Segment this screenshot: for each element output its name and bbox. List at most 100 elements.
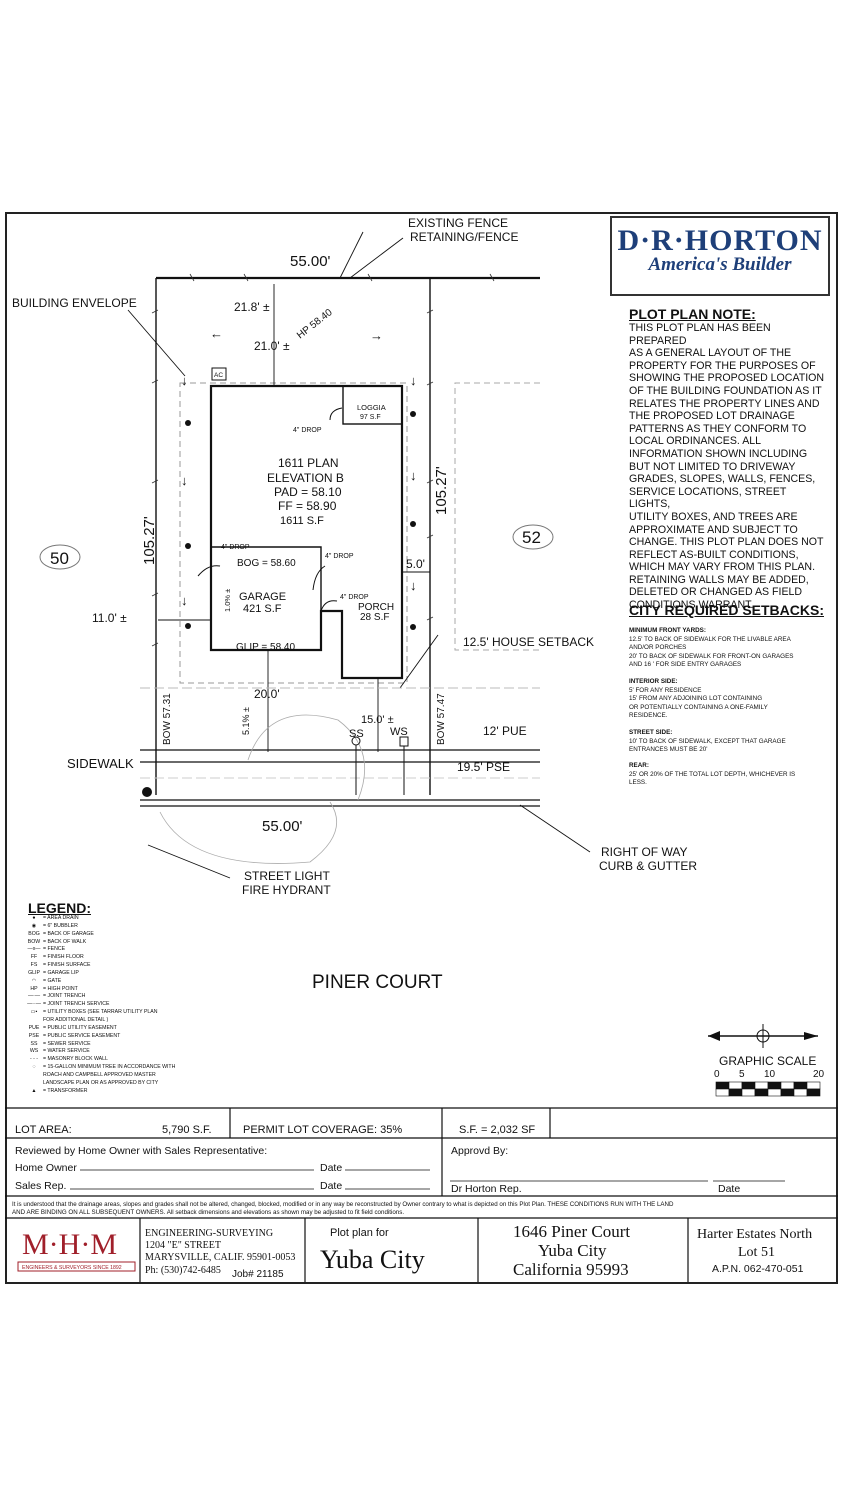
firm-phone: Ph: (530)742-6485 <box>145 1265 221 1276</box>
drain-arrow: ↓ <box>410 578 417 593</box>
top-width-label: 55.00' <box>290 253 331 270</box>
drain-arrow: ↓ <box>181 473 188 488</box>
right-depth-label: 105.27' <box>433 466 450 515</box>
legend-item: —·—= JOINT TRENCH <box>25 993 225 1001</box>
scale-cell <box>728 1088 743 1097</box>
building-envelope-label: BUILDING ENVELOPE <box>12 296 137 310</box>
pse-label: 19.5' PSE <box>457 760 510 774</box>
drop-label-side: 4" DROP <box>325 553 354 560</box>
right-of-way-label: RIGHT OF WAY <box>601 845 687 859</box>
subdivision-name: Harter Estates North <box>697 1227 812 1242</box>
legend-symbol: FS <box>30 962 38 969</box>
legend-item: FS= FINISH SURFACE <box>25 962 225 970</box>
building-envelope-outline <box>179 382 408 684</box>
job-number: Job# 21185 <box>232 1269 284 1280</box>
legend-symbol: ▭▪ <box>30 1009 38 1016</box>
note-line: AS A GENERAL LAYOUT OF THE <box>629 347 792 360</box>
legend-text: = AREA DRAIN <box>43 915 79 921</box>
legend-symbol: WS <box>29 1048 39 1055</box>
side-setback-5: 5.0' <box>406 557 425 571</box>
legend-text: = PUBLIC SERVICE EASEMENT <box>43 1032 121 1039</box>
garage-slope: 1.0% ± <box>223 589 232 612</box>
street-light-label: STREET LIGHT <box>244 869 330 883</box>
tree-circle <box>247 714 365 801</box>
setbacks-title: CITY REQUIRED SETBACKS: <box>629 602 824 618</box>
legend-text: = JOINT TRENCH SERVICE <box>43 1001 110 1008</box>
loggia-door-swing <box>329 407 343 421</box>
legend-item: ●= AREA DRAIN <box>25 915 225 923</box>
legend-item: BOW= BACK OF WALK <box>25 939 225 947</box>
legend-text: LANDSCAPE PLAN OR AS APPROVED BY CITY <box>43 1079 159 1086</box>
setback-line: OR POTENTIALLY CONTAINING A ONE-FAMILY <box>629 703 768 711</box>
lot-50-number: 50 <box>50 549 69 568</box>
legend-text: = FENCE <box>43 946 66 953</box>
right-of-way-leader <box>519 804 591 853</box>
legend-text: = UTILITY BOXES (SEE TARRAR UTILITY PLAN <box>43 1009 158 1016</box>
legend-text: = GATE <box>43 977 62 984</box>
area-drain <box>410 411 416 417</box>
scale-cell <box>715 1088 730 1097</box>
house-setback-label: 12.5' HOUSE SETBACK <box>463 635 594 649</box>
rear-setback-21-0: 21.0' ± <box>254 339 290 353</box>
drop-label-garage: 4" DROP <box>221 544 250 551</box>
legend-item: ◠= GATE <box>25 978 225 986</box>
scale-cell <box>715 1081 730 1090</box>
area-drain <box>185 543 191 549</box>
legend-text: = HIGH POINT <box>43 985 78 992</box>
fence-marks <box>151 273 495 647</box>
setback-line: 20' TO BACK OF SIDEWALK FOR FRONT-ON GAR… <box>629 652 794 660</box>
house-sf: 1611 S.F <box>280 515 324 527</box>
setback-street: STREET SIDE: 10' TO BACK OF SIDEWALK, EX… <box>629 729 824 755</box>
setback-line: 5' FOR ANY RESIDENCE <box>629 686 702 694</box>
home-owner-label: Home Owner <box>15 1162 77 1174</box>
setback-line: 25' OR 20% OF THE TOTAL LOT DEPTH, WHICH… <box>629 770 796 778</box>
legend-text: FOR ADDITIONAL DETAIL ) <box>43 1016 109 1023</box>
house-setback-leader <box>399 634 439 689</box>
ac-unit <box>211 367 227 381</box>
legend-symbol: BOW <box>27 938 41 945</box>
legend-text: = BACK OF WALK <box>43 938 87 945</box>
legend-title: LEGEND: <box>28 900 91 916</box>
note-line: RELATES THE PROPERTY LINES AND <box>629 397 820 410</box>
legend-symbol: ▲ <box>31 1087 37 1094</box>
rear-setback-21-8: 21.8' ± <box>234 300 270 314</box>
note-line: LOCAL ORDINANCES. ALL <box>629 435 762 448</box>
firm-line-3: MARYSVILLE, CALIF. 95901-0053 <box>145 1252 295 1263</box>
tree-circle <box>159 801 338 864</box>
bow-right: BOW 57.47 <box>436 693 447 745</box>
reviewed-label: Reviewed by Home Owner with Sales Repres… <box>15 1145 267 1157</box>
setback-front: MINIMUM FRONT YARDS: 12.5' TO BACK OF SI… <box>629 627 824 670</box>
date-label-1: Date <box>320 1162 342 1174</box>
approved-label: Approvd By: <box>451 1145 508 1157</box>
scale-tick-5: 5 <box>739 1069 745 1080</box>
garage-lip: GLIP = 58.40 <box>236 642 295 653</box>
garage-door-swing <box>197 565 221 577</box>
legend-text: = WATER SERVICE <box>43 1048 90 1055</box>
legend-item: - - -= MASONRY BLOCK WALL <box>25 1056 225 1064</box>
legend-text: = BACK OF GARAGE <box>43 930 94 937</box>
note-line: DELETED OR CHANGED AS FIELD <box>629 586 803 599</box>
pad-elevation: PAD = 58.10 <box>274 485 342 499</box>
scale-cell <box>780 1088 795 1097</box>
setback-front-lines: 12.5' TO BACK OF SIDEWALK FOR THE LIVABL… <box>629 636 824 670</box>
note-line: GRADES, SLOPES, WALLS, FENCES, <box>629 473 816 486</box>
dr-horton-logo: D·R·HORTON America's Builder <box>610 216 830 296</box>
water-service <box>399 736 409 747</box>
legend-symbol: - - - <box>29 1056 39 1063</box>
legend-item: ROACH AND CAMPBELL APPROVED MASTER <box>25 1072 225 1080</box>
building-sf: S.F. = 2,032 SF <box>459 1124 535 1136</box>
drain-arrow: ↓ <box>181 373 188 388</box>
left-depth-label: 105.27' <box>141 516 158 565</box>
setback-interior-title: INTERIOR SIDE: <box>629 678 678 685</box>
garage-wall <box>211 546 322 650</box>
legend-text: = 15-GALLON MINIMUM TREE IN ACCORDANCE W… <box>43 1064 176 1071</box>
note-line: INFORMATION SHOWN INCLUDING <box>629 447 808 460</box>
apn-number: A.P.N. 062-470-051 <box>712 1263 804 1275</box>
plan-name: 1611 PLAN <box>278 456 339 470</box>
note-line: OF THE BUILDING FOUNDATION AS IT <box>629 384 822 397</box>
drop-label: 4" DROP <box>293 427 322 434</box>
